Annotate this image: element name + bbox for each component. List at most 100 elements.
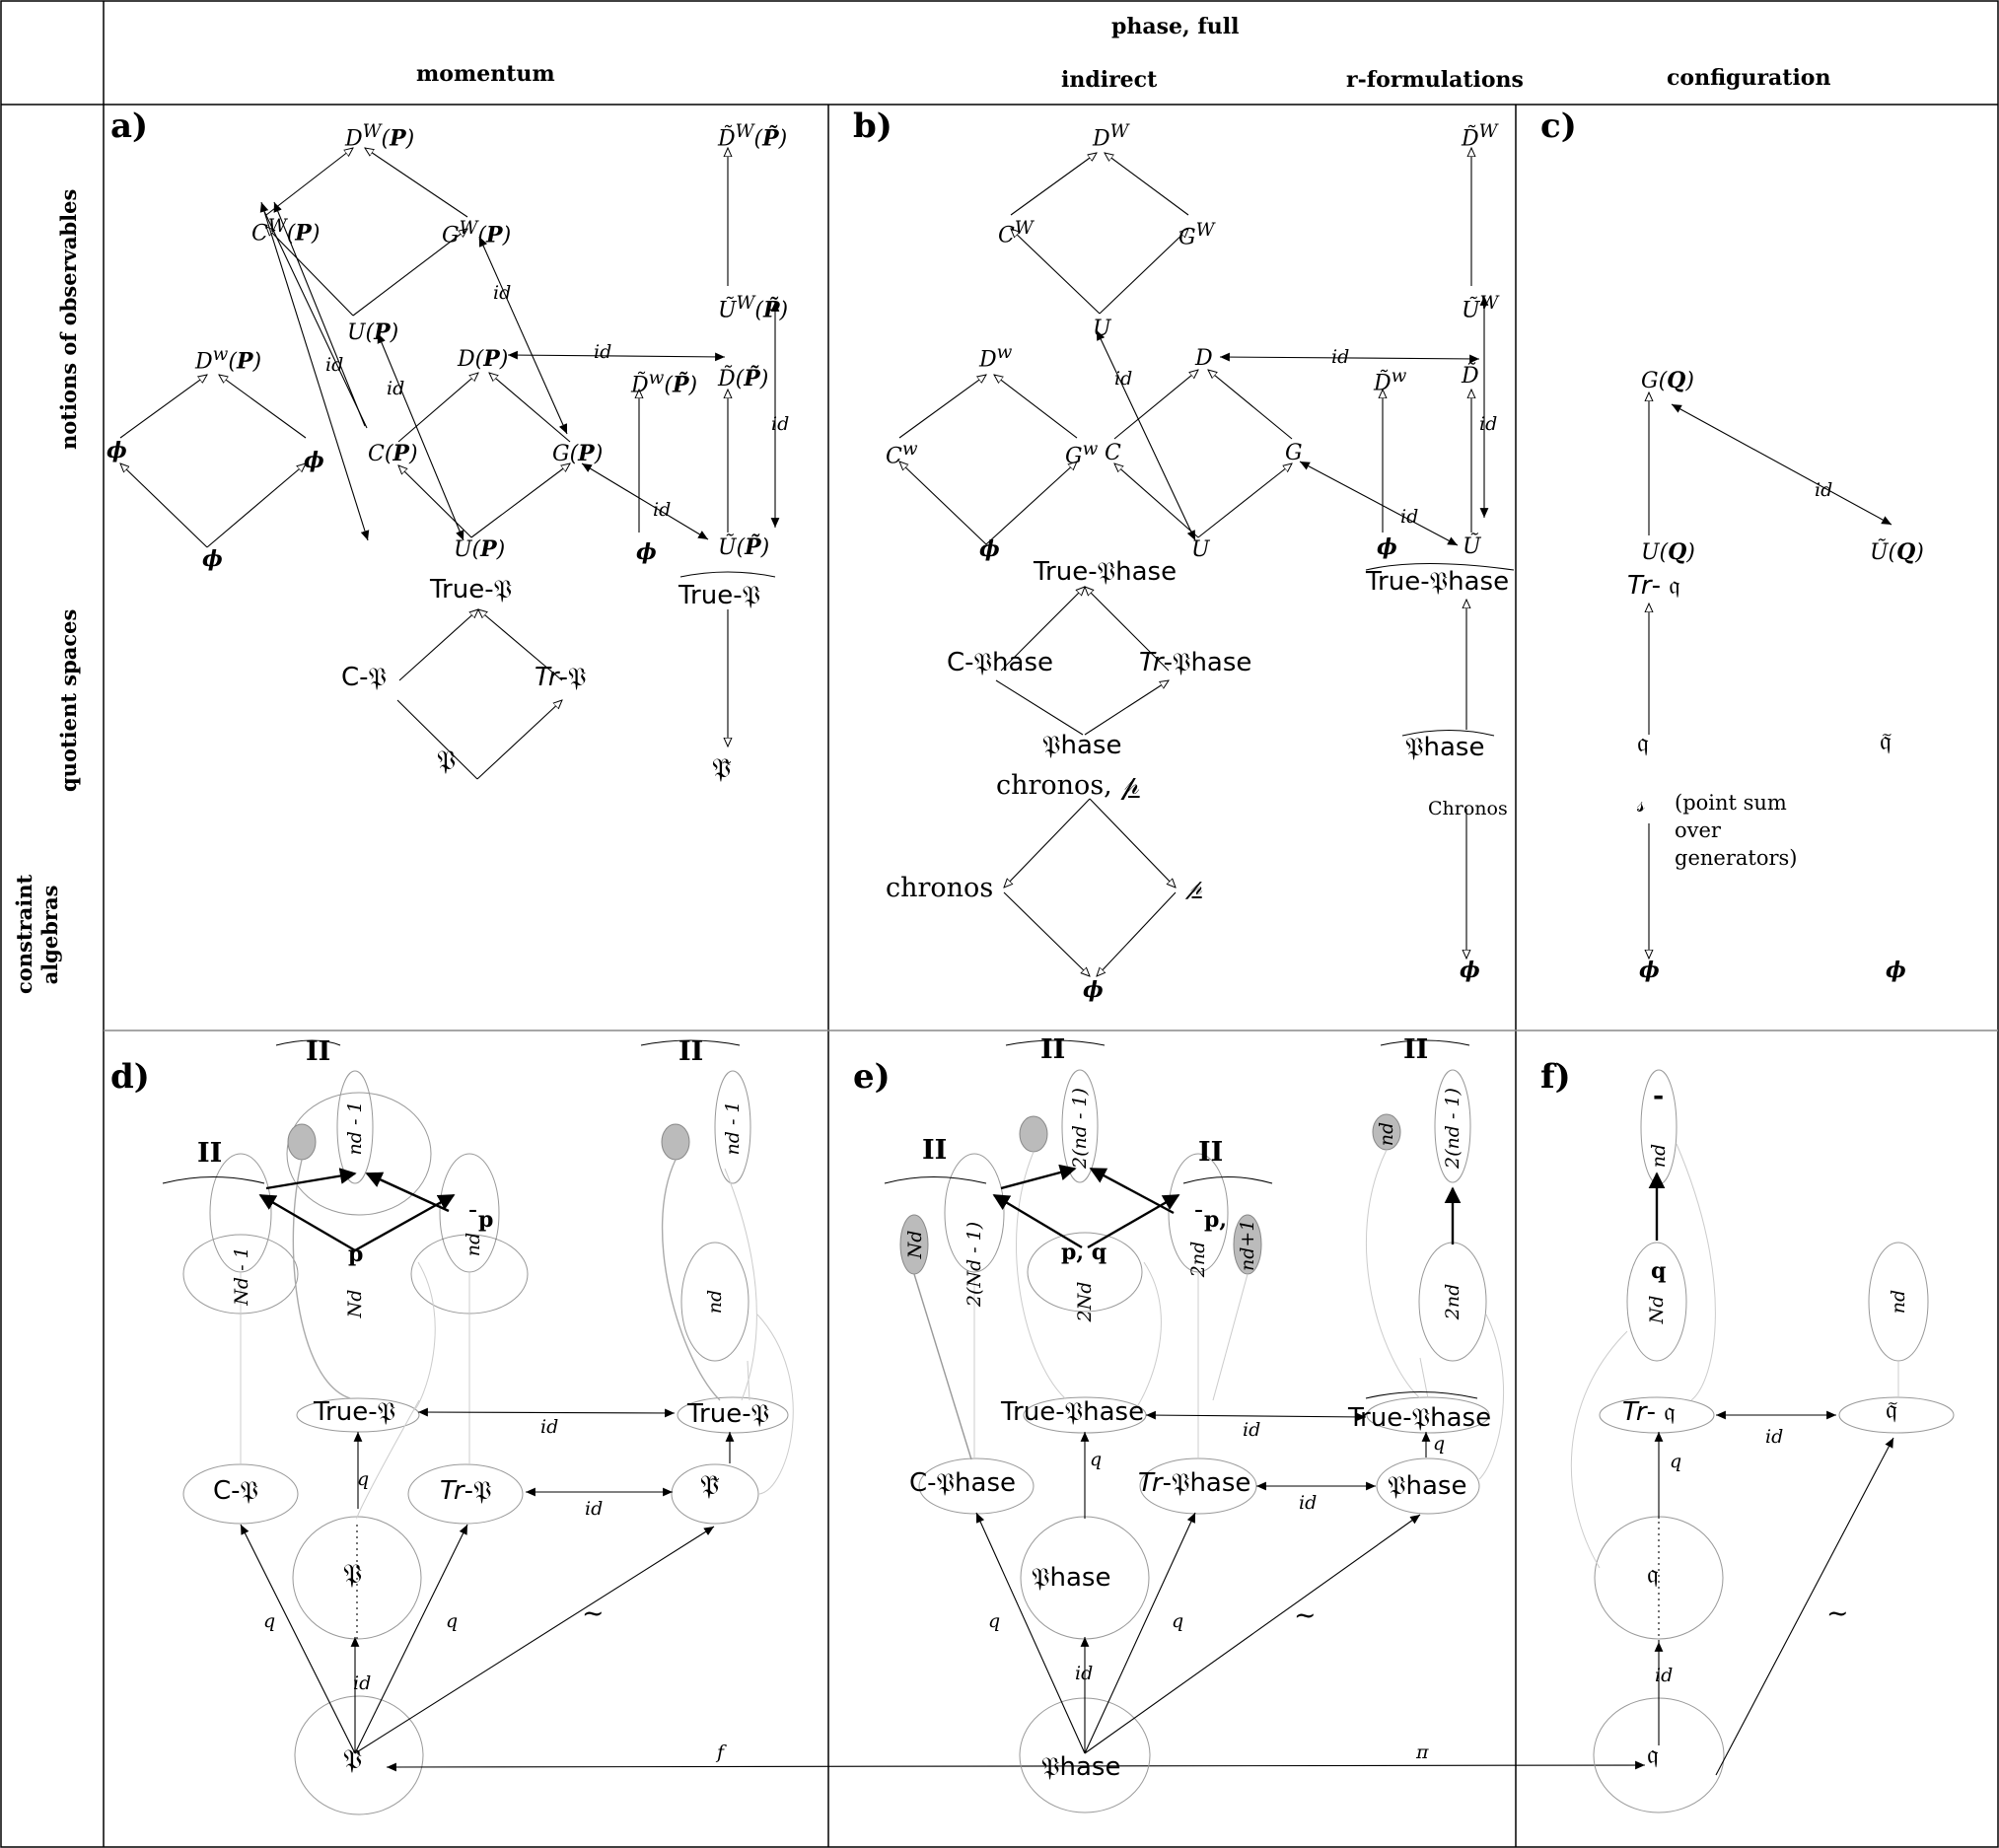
node-TrPhase-b: Tr-𝔓hase — [1139, 648, 1252, 677]
node-tDW-b: D̃W — [1462, 121, 1498, 152]
node-TruePhase-e-tilde: True-𝔓hase — [1348, 1403, 1492, 1433]
node-chronos-P: chronos, 𝓅 — [996, 770, 1140, 801]
panel-f-edges — [1648, 1172, 1894, 1776]
node-2Nd-e: 2Nd — [1074, 1281, 1096, 1322]
node-Gw-b: Gw — [1065, 439, 1099, 469]
edge-label-q-f1: q — [1670, 1451, 1682, 1472]
edge-label-id-a3: id — [387, 378, 405, 399]
edge-label-q-e4: q — [1172, 1610, 1184, 1632]
node-Nd1-d: Nd - 1 — [231, 1246, 252, 1306]
panel-label-b: b) — [853, 107, 892, 146]
edge-label-tilde-f: ~ — [1826, 1599, 1849, 1629]
edge-label-id-b2: id — [1331, 346, 1350, 368]
node-CP: C(P) — [368, 441, 418, 466]
node-tUQ: Ũ(Q) — [1870, 539, 1924, 565]
brace-label-e3: II — [1198, 1137, 1224, 1168]
node-phi-c2: ϕ — [1886, 958, 1906, 983]
node-phi-bottom: ϕ — [202, 546, 223, 572]
node-tUWP: ŨW(P̃) — [718, 293, 789, 323]
panel-c-edges — [1649, 392, 1892, 959]
node-tUW-b: ŨW — [1462, 293, 1499, 323]
node-TrueP-a: True-𝔓 — [430, 575, 513, 604]
node-TrueP-tilde: True-𝔓 — [678, 581, 761, 610]
node-nd-e-tilde: nd — [1376, 1121, 1397, 1147]
node-tPhase-b: 𝔓hase — [1405, 733, 1485, 762]
header-momentum: momentum — [416, 61, 555, 87]
panel-f-shapes — [1570, 1069, 1955, 1813]
node-phi-c1: ϕ — [1639, 958, 1660, 983]
node-GP: G(P) — [552, 441, 604, 466]
row-label-constraint: constraint algebras — [12, 874, 62, 994]
header-configuration: configuration — [1667, 65, 1831, 91]
node-DW-b: DW — [1093, 121, 1129, 152]
node-phi-left: ϕ — [107, 438, 127, 463]
node-tUP: Ũ(P̃) — [718, 534, 770, 560]
edge-label-q-e3: q — [988, 1610, 1001, 1632]
edge-label-id-a1: id — [493, 282, 512, 304]
node-U-b2: U — [1191, 537, 1210, 562]
node-DP: D(P) — [458, 346, 509, 372]
node-tP-d: 𝔓̃ — [700, 1470, 720, 1501]
node-q-f-bottom: 𝔮 — [1647, 1740, 1659, 1770]
node-q-c: 𝔮 — [1637, 728, 1649, 758]
edge-label-id-e2: id — [1299, 1492, 1318, 1514]
node-phi-right: ϕ — [304, 448, 324, 473]
node-pbar-e: ¯p, — [1193, 1207, 1228, 1233]
row-label-observables: notions of observables — [56, 188, 81, 450]
node-TrPhase-e: Tr-𝔓hase — [1138, 1468, 1251, 1498]
node-P-d: 𝔓 — [343, 1559, 363, 1590]
node-bar-f: - — [1653, 1081, 1665, 1111]
node-CPhase-b: C-𝔓hase — [947, 648, 1054, 677]
node-S-c: 𝓈 — [1637, 793, 1646, 817]
node-phi-b3: ϕ — [1083, 977, 1104, 1003]
edge-label-f: f — [717, 1741, 725, 1763]
panel-a-edges — [120, 148, 780, 780]
brace-label-e4: II — [1403, 1034, 1429, 1065]
node-p-d: p — [348, 1242, 364, 1267]
node-U-b1: U — [1093, 317, 1111, 341]
node-P-d-bottom: 𝔓 — [343, 1744, 363, 1775]
edge-label-id-f2: id — [1655, 1665, 1674, 1686]
panel-label-f: f) — [1540, 1057, 1571, 1097]
node-Phase-e-bottom: 𝔓hase — [1041, 1752, 1121, 1782]
edge-label-id-c1: id — [1815, 479, 1833, 501]
node-2nd-e: 2nd — [1187, 1241, 1209, 1278]
node-q-f: 𝔮 — [1647, 1559, 1659, 1590]
node-TrueP-d: True-𝔓 — [314, 1397, 396, 1427]
brace-label-d2: II — [306, 1036, 331, 1067]
node-Cw-b: Cw — [886, 439, 918, 469]
node-GWP: GW(P) — [442, 218, 512, 249]
header-indirect: indirect — [1061, 67, 1158, 93]
node-phi-b4: ϕ — [1460, 958, 1480, 983]
edge-label-id-a6: id — [653, 499, 672, 521]
edge-label-id-b1: id — [1114, 368, 1133, 390]
node-G-b: G — [1285, 441, 1303, 465]
node-Nd-f: Nd — [1646, 1295, 1668, 1324]
node-CW-b: CW — [998, 218, 1034, 249]
node-phi-b1: ϕ — [979, 536, 1000, 562]
panel-d-edges — [162, 1039, 1646, 1772]
header-phase-full: phase, full — [1111, 14, 1240, 39]
node-Phase-e: 𝔓hase — [1032, 1563, 1111, 1593]
node-Nd-e: Nd — [904, 1230, 926, 1259]
node-tD-b: D̃ — [1462, 364, 1479, 389]
node-tDP: D̃(P̃) — [718, 366, 769, 391]
node-nd1-e-tilde: 2(nd - 1) — [1442, 1088, 1464, 1169]
node-tDWP: D̃W(P̃) — [718, 121, 788, 152]
edge-label-id-f1: id — [1765, 1426, 1784, 1448]
node-Trq-f: Tr- 𝔮 — [1622, 1397, 1676, 1427]
node-GQ: G(Q) — [1641, 368, 1694, 393]
node-nd-f-tilde: nd — [1888, 1289, 1909, 1315]
edge-label-id-d2: id — [585, 1498, 604, 1520]
node-qlabel-f: q — [1651, 1258, 1667, 1284]
edge-label-id-d1: id — [540, 1416, 559, 1438]
panel-label-c: c) — [1540, 107, 1577, 146]
edge-label-pi: π — [1416, 1741, 1429, 1763]
panel-b-edges — [899, 148, 1515, 976]
brace-label-d3: II — [678, 1036, 704, 1067]
node-nd-f-top: nd — [1648, 1143, 1670, 1169]
node-pbar-d: ¯p — [467, 1207, 494, 1233]
edge-label-tilde-d: ~ — [582, 1599, 605, 1629]
